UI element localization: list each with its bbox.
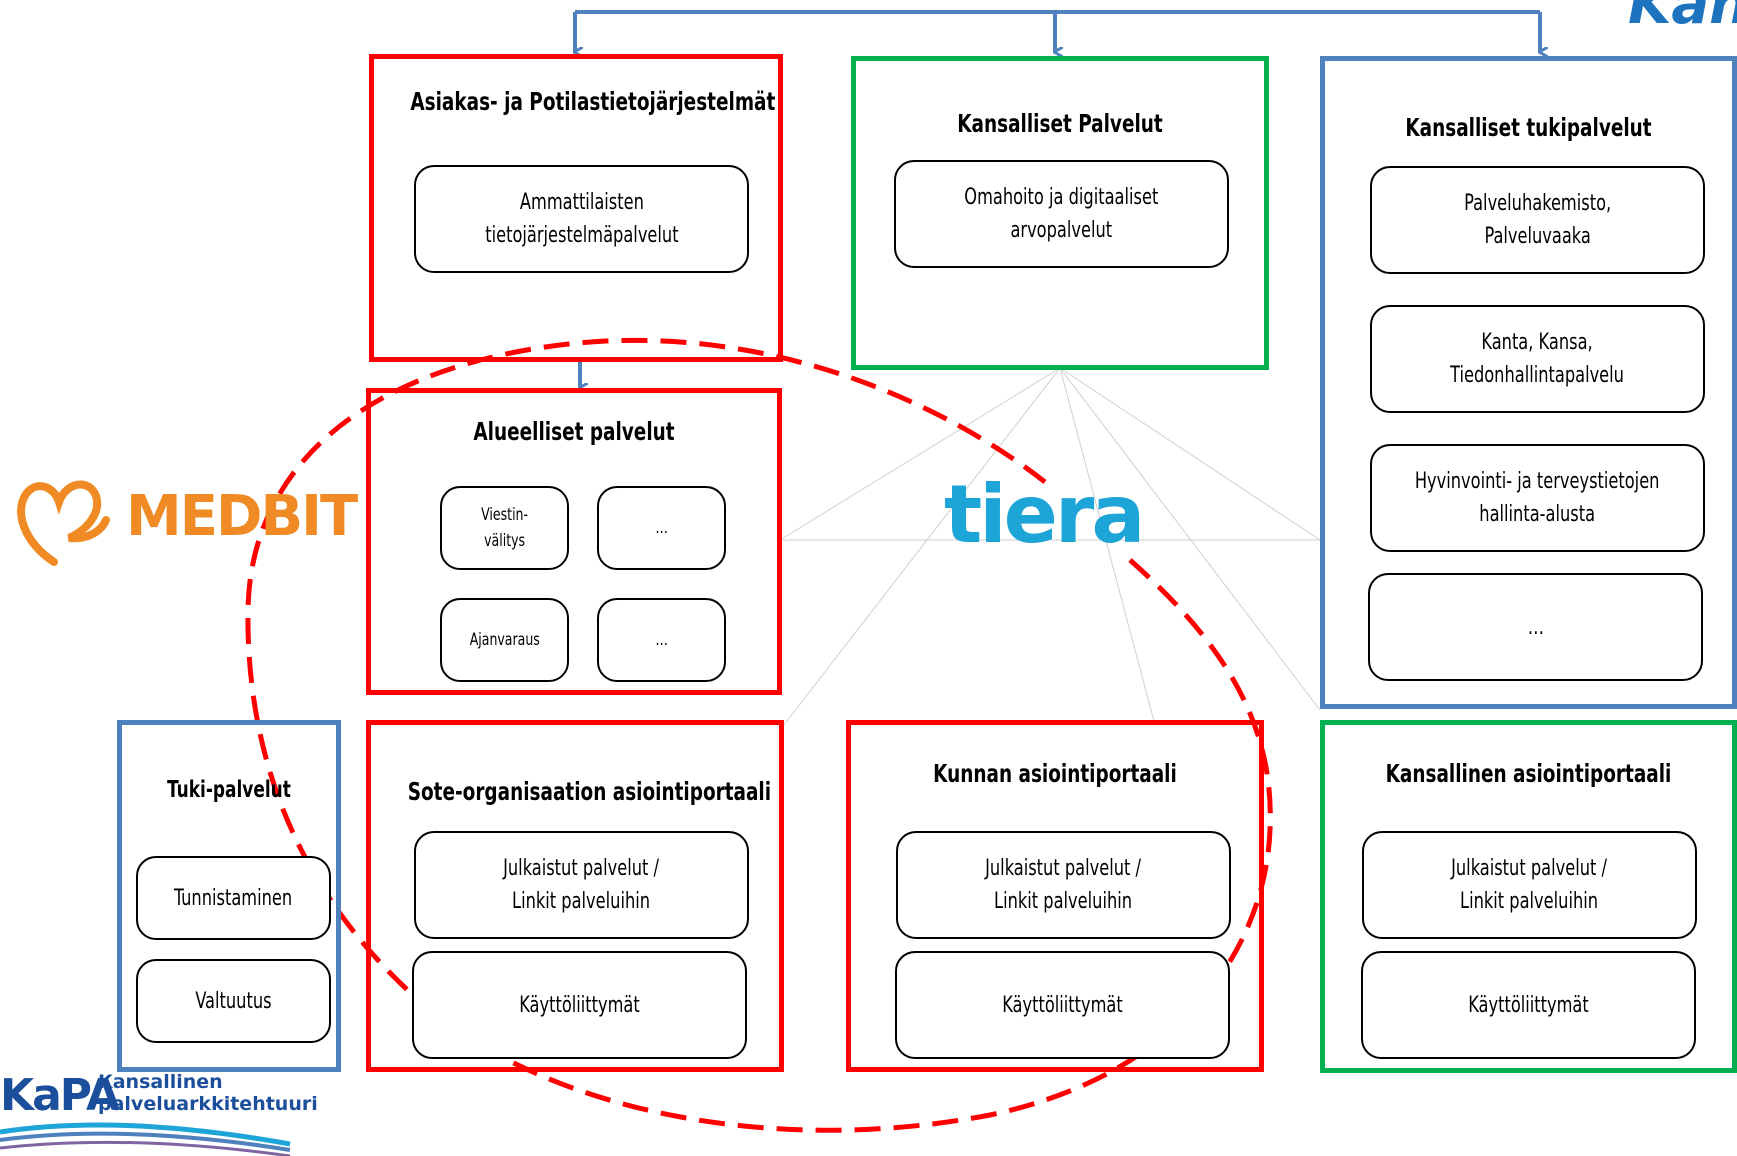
hyvinvointi-box: Hyvinvointi- ja terveystietojen hallinta… xyxy=(1370,444,1705,552)
kapa-line1: Kansallinen xyxy=(98,1071,223,1093)
tunnistaminen-box: Tunnistaminen xyxy=(136,856,331,940)
kansallinen-portaali-title: Kansallinen asiointiportaali xyxy=(1385,759,1672,788)
medbit-wordmark: MEDBIT xyxy=(126,484,358,549)
ajanvaraus-box: Ajanvaraus xyxy=(440,598,569,682)
kapa-swoosh-icon xyxy=(0,1122,291,1156)
alueelliset-more-box-2: … xyxy=(597,598,726,682)
medbit-logo: MEDBIT xyxy=(14,472,358,572)
alueelliset-more-box-1: … xyxy=(597,486,726,570)
kansallinen-portaali-frame: Kansallinen asiointiportaali Julkaistut … xyxy=(1320,720,1737,1073)
viestinvalitys-box: Viestin- välitys xyxy=(440,486,569,570)
palveluhakemisto-box: Palveluhakemisto, Palveluvaaka xyxy=(1370,166,1705,274)
tukipalvelut-title: Kansalliset tukipalvelut xyxy=(1405,113,1652,142)
tuki-title: Tuki-palvelut xyxy=(167,777,291,803)
kanta-box: Kanta, Kansa, Tiedonhallintapalvelu xyxy=(1370,305,1705,413)
kapa-line2: palveluarkkitehtuuri xyxy=(98,1093,318,1115)
alueelliset-title: Alueelliset palvelut xyxy=(473,417,675,446)
alueelliset-frame: Alueelliset palvelut Viestin- välitys … … xyxy=(366,388,782,695)
kapa-mark: KaPA xyxy=(0,1070,120,1121)
kansallinen-julkaistut-box: Julkaistut palvelut / Linkit palveluihin xyxy=(1362,831,1697,939)
kunta-julkaistut-box: Julkaistut palvelut / Linkit palveluihin xyxy=(896,831,1231,939)
kansallinen-kayttoliittymat-box: Käyttöliittymät xyxy=(1361,951,1696,1059)
tukipalvelut-more-box: … xyxy=(1368,573,1703,681)
tukipalvelut-frame: Kansalliset tukipalvelut Palveluhakemist… xyxy=(1320,56,1737,709)
kunta-title: Kunnan asiointiportaali xyxy=(933,759,1177,788)
sote-kayttoliittymat-box: Käyttöliittymät xyxy=(412,951,747,1059)
kansalliset-palvelut-frame: Kansalliset Palvelut Omahoito ja digitaa… xyxy=(851,56,1269,370)
ammattilaisten-box: Ammattilaisten tietojärjestelmäpalvelut xyxy=(414,165,749,273)
sote-frame: Sote-organisaation asiointiportaali Julk… xyxy=(366,720,784,1072)
sote-title: Sote-organisaation asiointiportaali xyxy=(407,777,772,806)
asiakas-frame: Asiakas- ja Potilastietojärjestelmät Amm… xyxy=(369,54,783,362)
kapa-logo: KaPA Kansallinen palveluarkkitehtuuri xyxy=(0,1068,318,1156)
asiakas-title: Asiakas- ja Potilastietojärjestelmät xyxy=(410,87,776,116)
valtuutus-box: Valtuutus xyxy=(136,959,331,1043)
medbit-heart-icon xyxy=(17,480,110,566)
kunta-kayttoliittymat-box: Käyttöliittymät xyxy=(895,951,1230,1059)
sote-julkaistut-box: Julkaistut palvelut / Linkit palveluihin xyxy=(414,831,749,939)
kansalliset-palvelut-title: Kansalliset Palvelut xyxy=(957,109,1163,138)
top-right-logo: Kan xyxy=(1628,0,1737,37)
omahoito-box: Omahoito ja digitaaliset arvopalvelut xyxy=(894,160,1229,268)
tiera-logo: tiera xyxy=(944,468,1145,561)
fan-lines xyxy=(779,367,1321,731)
tuki-frame: Tuki-palvelut Tunnistaminen Valtuutus xyxy=(117,720,341,1072)
kunta-frame: Kunnan asiointiportaali Julkaistut palve… xyxy=(846,720,1264,1072)
